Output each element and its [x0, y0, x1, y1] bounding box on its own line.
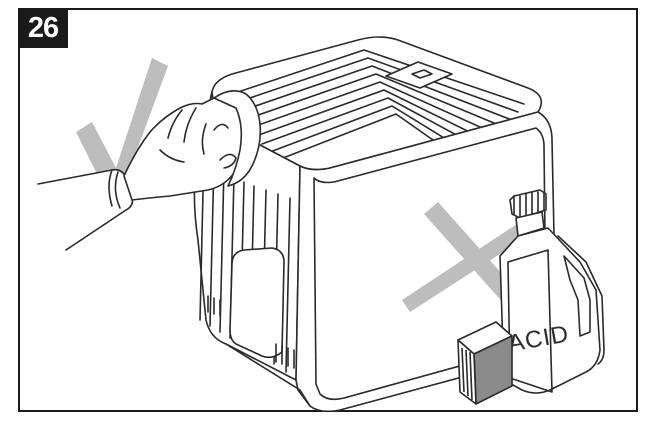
- acid-bottle: [499, 189, 605, 394]
- cross-mark-icon: [402, 202, 534, 312]
- step-number-badge: 26: [18, 8, 68, 48]
- scouring-sponge: [457, 321, 513, 405]
- hand-with-cloth: [37, 90, 262, 251]
- check-mark-icon: [76, 58, 168, 196]
